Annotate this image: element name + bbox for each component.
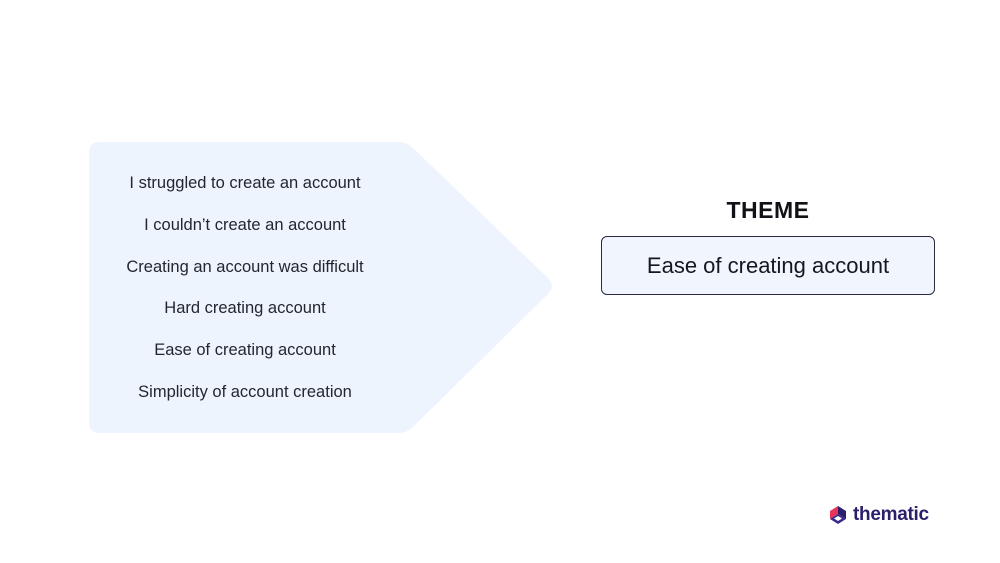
theme-heading: THEME bbox=[726, 197, 810, 223]
list-item: I couldn’t create an account bbox=[144, 215, 346, 234]
feedback-list: I struggled to create an account I could… bbox=[90, 162, 400, 413]
thematic-logo-icon bbox=[830, 506, 846, 524]
list-item: Hard creating account bbox=[164, 299, 326, 318]
brand-logo: thematic bbox=[826, 503, 929, 527]
theme-value: Ease of creating account bbox=[646, 252, 890, 278]
list-item: Ease of creating account bbox=[154, 341, 336, 360]
theme-box: Ease of creating account bbox=[601, 236, 935, 295]
list-item: I struggled to create an account bbox=[129, 174, 361, 192]
brand-name: thematic bbox=[853, 504, 929, 525]
list-item: Creating an account was difficult bbox=[126, 257, 364, 276]
list-item: Simplicity of account creation bbox=[138, 382, 352, 401]
